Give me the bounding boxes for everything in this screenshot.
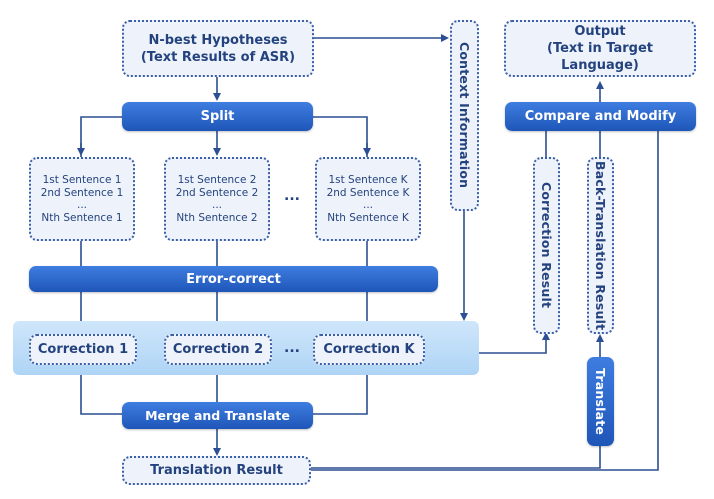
hypotheses-title: N-best Hypotheses	[148, 32, 288, 48]
sentence-line: 1st Sentence 1	[42, 174, 122, 186]
correction-result-box: Correction Result	[533, 157, 560, 334]
sentence-line: Nth Sentence 1	[41, 211, 123, 224]
sentence-group-1: 1st Sentence 1 2nd Sentence 1 ... Nth Se…	[29, 157, 135, 241]
sentence-line: 2nd Sentence K	[326, 186, 410, 199]
merge-translate-label: Merge and Translate	[145, 407, 290, 423]
sentence-line: 1st Sentence 2	[177, 174, 257, 186]
translate-bar: Translate	[587, 357, 614, 446]
correction-k-box: Correction K	[313, 334, 425, 365]
back-translation-result-label: Back-Translation Result	[593, 160, 608, 331]
sentence-ellipsis: ...	[284, 188, 300, 204]
compare-modify-label: Compare and Modify	[524, 109, 677, 124]
split-bar: Split	[122, 102, 313, 131]
output-subtitle: (Text in Target Language)	[547, 41, 653, 73]
correction-1-box: Correction 1	[29, 334, 137, 365]
sentence-line: Nth Sentence 2	[176, 211, 258, 224]
split-label: Split	[200, 109, 235, 124]
output-box: Output (Text in Target Language)	[504, 20, 696, 77]
sentence-group-2: 1st Sentence 2 2nd Sentence 2 ... Nth Se…	[164, 157, 270, 241]
error-correct-label: Error-correct	[186, 271, 281, 287]
correction-ellipsis: ...	[284, 340, 300, 356]
context-information-box: Context Information	[450, 20, 479, 211]
sentence-line: 1st Sentence K	[328, 174, 408, 186]
sentence-dots: ...	[362, 199, 373, 211]
translation-result-label: Translation Result	[150, 463, 283, 478]
correction-k-label: Correction K	[323, 342, 415, 357]
context-information-label: Context Information	[457, 42, 472, 189]
correction-result-label: Correction Result	[539, 182, 554, 309]
sentence-line: 2nd Sentence 2	[175, 186, 259, 199]
sentence-group-k: 1st Sentence K 2nd Sentence K ... Nth Se…	[315, 157, 421, 241]
sentence-line: Nth Sentence K	[327, 211, 409, 224]
arrow-band-correction-result	[479, 332, 550, 354]
arrow-result-translate	[311, 446, 601, 469]
sentence-dots: ...	[211, 199, 222, 211]
hypotheses-subtitle: (Text Results of ASR)	[140, 49, 296, 65]
correction-2-label: Correction 2	[172, 342, 264, 357]
translate-label: Translate	[593, 367, 608, 436]
sentence-dots: ...	[76, 199, 87, 211]
correction-1-label: Correction 1	[37, 342, 129, 357]
error-correct-bar: Error-correct	[29, 266, 438, 292]
merge-translate-bar: Merge and Translate	[122, 402, 313, 429]
sentence-line: 2nd Sentence 1	[40, 186, 124, 199]
back-translation-result-box: Back-Translation Result	[587, 157, 614, 334]
hypotheses-box: N-best Hypotheses (Text Results of ASR)	[122, 20, 314, 77]
compare-modify-bar: Compare and Modify	[505, 102, 696, 131]
translation-result-box: Translation Result	[122, 456, 311, 485]
arrow-result-compare	[311, 131, 659, 471]
output-title: Output	[574, 24, 626, 39]
correction-2-box: Correction 2	[164, 334, 272, 365]
